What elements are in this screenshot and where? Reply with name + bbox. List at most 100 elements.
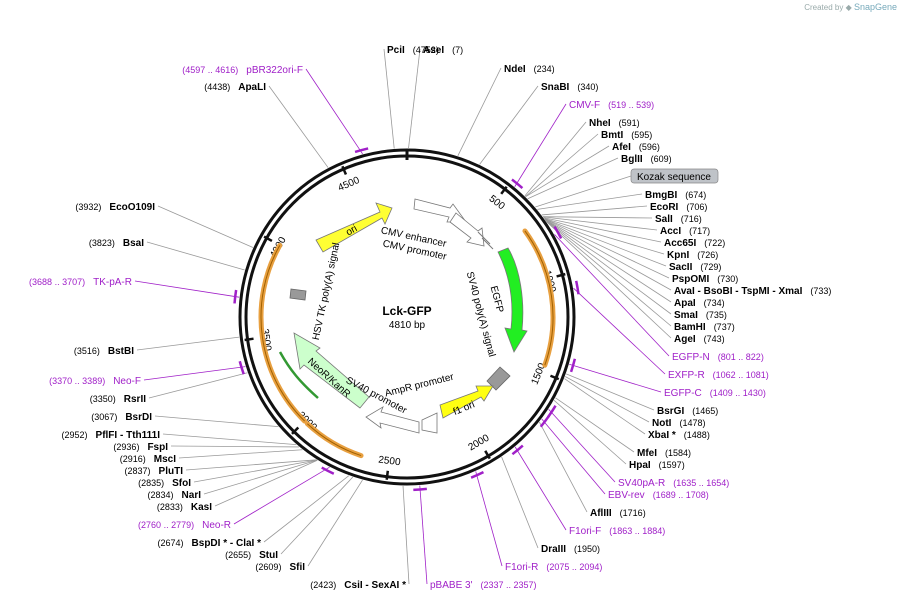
site-label-smai-name: SmaI	[674, 310, 698, 321]
primer-label-exfp-r[interactable]: EXFP-R(1062 .. 1081)	[668, 370, 769, 381]
primer-label-neo-f[interactable]: Neo-F(3370 .. 3389)	[49, 376, 141, 387]
site-label-sacii-name: SacII	[669, 262, 693, 273]
site-label-sfii-position: (2609)	[255, 562, 281, 572]
site-label-bmgbi[interactable]: BmgBI(674)	[645, 190, 706, 201]
primer-label-tk-pa-r[interactable]: TK-pA-R(3688 .. 3707)	[29, 277, 132, 288]
site-label-bmti[interactable]: BmtI(595)	[601, 130, 652, 141]
site-label-pcii-position: (4752)	[413, 45, 439, 55]
site-label-smai-position: (735)	[706, 310, 727, 320]
site-label-draiii[interactable]: DraIII(1950)	[541, 544, 600, 555]
site-label-bglii[interactable]: BglII(609)	[621, 154, 672, 165]
primer-label-neo-r-name: Neo-R	[202, 520, 231, 531]
feature-egfp-arrow[interactable]	[497, 247, 528, 353]
site-label-kpni-name: KpnI	[667, 250, 689, 261]
primer-label-f1ori-r-name: F1ori-R	[505, 562, 538, 573]
primer-label-egfp-c[interactable]: EGFP-C(1409 .. 1430)	[664, 388, 766, 399]
site-label-nari[interactable]: NarI(2834)	[148, 490, 202, 501]
site-label-apali[interactable]: ApaLI(4438)	[204, 82, 266, 93]
site-label-apai[interactable]: ApaI(734)	[674, 298, 725, 309]
site-label-smai-connector	[545, 219, 672, 315]
site-label-afei[interactable]: AfeI(596)	[612, 142, 660, 153]
feature-cmv-promoter-arrow[interactable]	[449, 212, 485, 247]
feature-f1-ori-arrow[interactable]	[439, 385, 494, 419]
feature-sv40-promoter-arrow[interactable]	[365, 406, 420, 434]
primer-label-f1ori-r[interactable]: F1ori-R (2075 .. 2094)	[505, 562, 602, 573]
primer-label-ebv-rev[interactable]: EBV-rev(1689 .. 1708)	[608, 490, 709, 501]
primer-label-f1ori-f[interactable]: F1ori-F(1863 .. 1884)	[569, 526, 665, 537]
site-label-hpai-position: (1597)	[659, 460, 685, 470]
site-label-bsrdi[interactable]: BsrDI(3067)	[91, 412, 152, 423]
site-label-stui[interactable]: StuI(2655)	[225, 550, 278, 561]
site-label-mfei-name: MfeI	[637, 448, 657, 459]
primer-label-egfp-c-position: (1409 .. 1430)	[710, 388, 766, 398]
neor-inner-strand-marker	[278, 351, 319, 399]
primer-label-pbr322ori-f[interactable]: pBR322ori-F(4597 .. 4616)	[182, 65, 303, 76]
site-label-mfei[interactable]: MfeI(1584)	[637, 448, 691, 459]
site-label-rsrii-name: RsrII	[124, 394, 146, 405]
site-label-msci[interactable]: MscI(2916)	[120, 454, 176, 465]
primer-label-tk-pa-r-position: (3688 .. 3707)	[29, 277, 85, 287]
feature-hsv-tk-polya-box[interactable]	[289, 288, 307, 301]
site-label-fspi[interactable]: FspI(2936)	[113, 442, 168, 453]
site-label-rsrii[interactable]: RsrII(3350)	[90, 394, 146, 405]
site-label-agei[interactable]: AgeI(743)	[674, 334, 725, 345]
site-label-pcii[interactable]: PciI(4752)	[387, 45, 439, 56]
site-label-ecori[interactable]: EcoRI(706)	[650, 202, 707, 213]
tick-mark-4000	[263, 235, 273, 243]
site-label-pspomi[interactable]: PspOMI(730)	[672, 274, 738, 285]
site-label-ndei-position: (234)	[534, 64, 555, 74]
site-label-hpai[interactable]: HpaI (1597)	[629, 460, 685, 471]
site-label-hpai-name: HpaI	[629, 460, 651, 471]
primer-label-egfp-n[interactable]: EGFP-N(801 .. 822)	[672, 352, 764, 363]
site-label-noti[interactable]: NotI(1478)	[652, 418, 705, 429]
primer-label-neo-r-position: (2760 .. 2779)	[138, 520, 194, 530]
site-label-bstbi[interactable]: BstBI(3516)	[74, 346, 134, 357]
site-label-bsai[interactable]: BsaI(3823)	[89, 238, 144, 249]
site-label-rsrii-connector	[148, 372, 248, 399]
site-label-ndei[interactable]: NdeI(234)	[504, 64, 555, 75]
primer-label-sv40pa-r[interactable]: SV40pA-R(1635 .. 1654)	[618, 478, 729, 489]
site-label-sacii[interactable]: SacII(729)	[669, 262, 721, 273]
kozak-badge[interactable]	[630, 168, 719, 184]
site-label-sali[interactable]: SalI(716)	[655, 214, 702, 225]
site-label-pflfi-tth111i[interactable]: PflFI - Tth111I(2952)	[62, 430, 161, 441]
site-label-bsai-connector	[146, 241, 245, 271]
site-label-pluti-position: (2837)	[125, 466, 151, 476]
site-label-sfii[interactable]: SfiI(2609)	[255, 562, 305, 573]
feature-neor-kanr-arrow[interactable]	[293, 332, 370, 409]
site-label-csii-sexai[interactable]: CsiI - SexAI *(2423)	[310, 580, 406, 591]
site-label-xbai[interactable]: XbaI *(1488)	[648, 430, 710, 441]
primer-label-cmv-f[interactable]: CMV-F(519 .. 539)	[569, 100, 654, 111]
site-label-avai-bsobi-tspmi-xmai[interactable]: AvaI - BsoBI - TspMI - XmaI(733)	[674, 286, 831, 297]
feature-ampr-promoter-arrow[interactable]	[421, 412, 438, 434]
site-label-bstbi-connector	[136, 336, 240, 351]
snapgene-logo-icon: ◆	[845, 3, 852, 12]
primer-label-tk-pa-r-connector	[134, 280, 240, 298]
site-label-pluti[interactable]: PluTI(2837)	[125, 466, 184, 477]
site-label-pflfi-tth111i-connector	[162, 433, 297, 446]
site-label-acc65i[interactable]: Acc65I(722)	[664, 238, 725, 249]
site-label-sfoi[interactable]: SfoI(2835)	[138, 478, 191, 489]
site-label-smai[interactable]: SmaI (735)	[674, 310, 727, 321]
primer-label-cmv-f-name: CMV-F	[569, 100, 600, 111]
cmv-small-mark-1	[477, 231, 491, 245]
site-label-acci[interactable]: AccI(717)	[660, 226, 710, 237]
site-label-bamhi[interactable]: BamHI(737)	[674, 322, 735, 333]
feature-ori-arrow[interactable]	[315, 202, 393, 253]
site-label-bsrgi[interactable]: BsrGI(1465)	[657, 406, 718, 417]
site-label-nhei[interactable]: NheI(591)	[589, 118, 640, 129]
primer-label-sv40pa-r-name: SV40pA-R	[618, 478, 665, 489]
feature-sv40-polya-box[interactable]	[486, 366, 511, 391]
site-label-asei[interactable]: AseI(7)	[423, 45, 463, 56]
site-label-bspdi-clai[interactable]: BspDI * - ClaI *(2674)	[158, 538, 262, 549]
site-label-snabi[interactable]: SnaBI(340)	[541, 82, 598, 93]
site-label-stui-name: StuI	[259, 550, 278, 561]
tick-mark-3000	[291, 426, 300, 435]
site-label-kasi[interactable]: KasI(2833)	[157, 502, 212, 513]
site-label-ecoo109i[interactable]: EcoO109I(3932)	[75, 202, 155, 213]
site-label-kpni[interactable]: KpnI(726)	[667, 250, 718, 261]
primer-label-f1ori-r-position: (2075 .. 2094)	[546, 562, 602, 572]
site-label-afliii[interactable]: AflIII(1716)	[590, 508, 646, 519]
primer-label-neo-r[interactable]: Neo-R (2760 .. 2779)	[138, 520, 231, 531]
primer-label-pbabe-3[interactable]: pBABE 3'(2337 .. 2357)	[430, 580, 537, 591]
